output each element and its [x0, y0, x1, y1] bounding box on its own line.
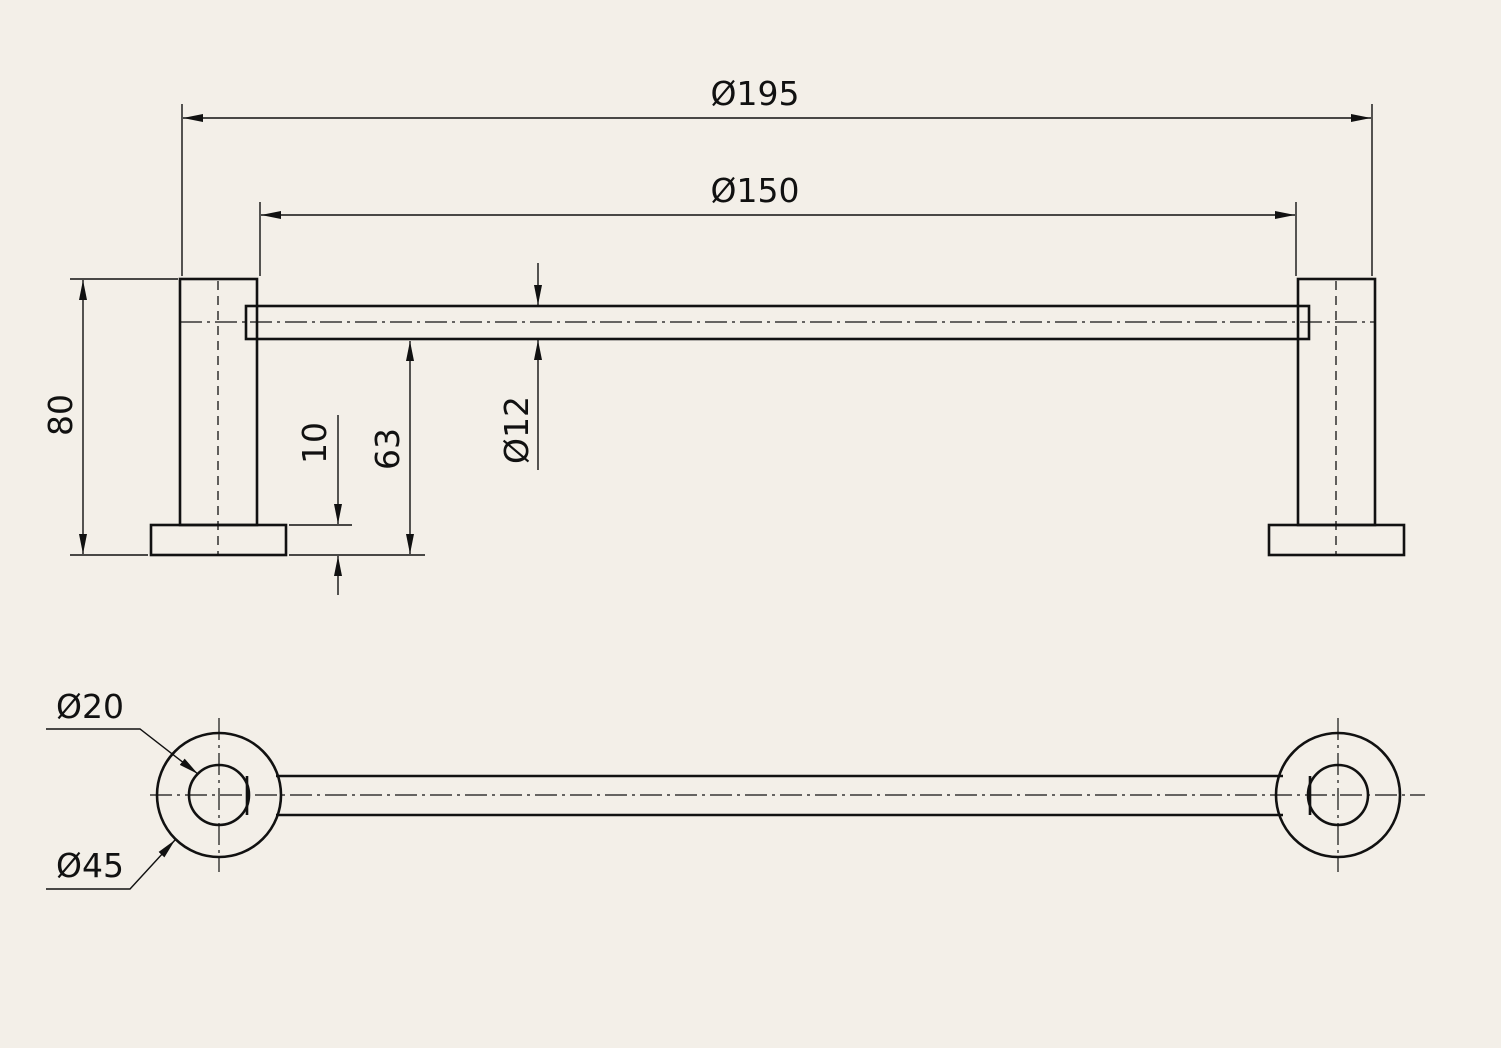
overall-width-label: Ø195 [711, 74, 800, 113]
inner-diameter-label: Ø20 [56, 687, 124, 726]
total-height-label: 80 [41, 394, 80, 436]
bar-diameter-label: Ø12 [497, 396, 536, 464]
leader-inner-diameter [46, 728, 199, 775]
base-diameter-label: Ø45 [56, 846, 124, 885]
leader-base-diameter [46, 839, 176, 890]
front-view: Ø195 Ø150 80 10 63 Ø12 [41, 74, 1406, 595]
top-view: Ø20 Ø45 [46, 687, 1425, 890]
bar-height-label: 63 [368, 428, 407, 470]
bar-length-label: Ø150 [711, 171, 800, 210]
base-thickness-label: 10 [295, 422, 334, 464]
